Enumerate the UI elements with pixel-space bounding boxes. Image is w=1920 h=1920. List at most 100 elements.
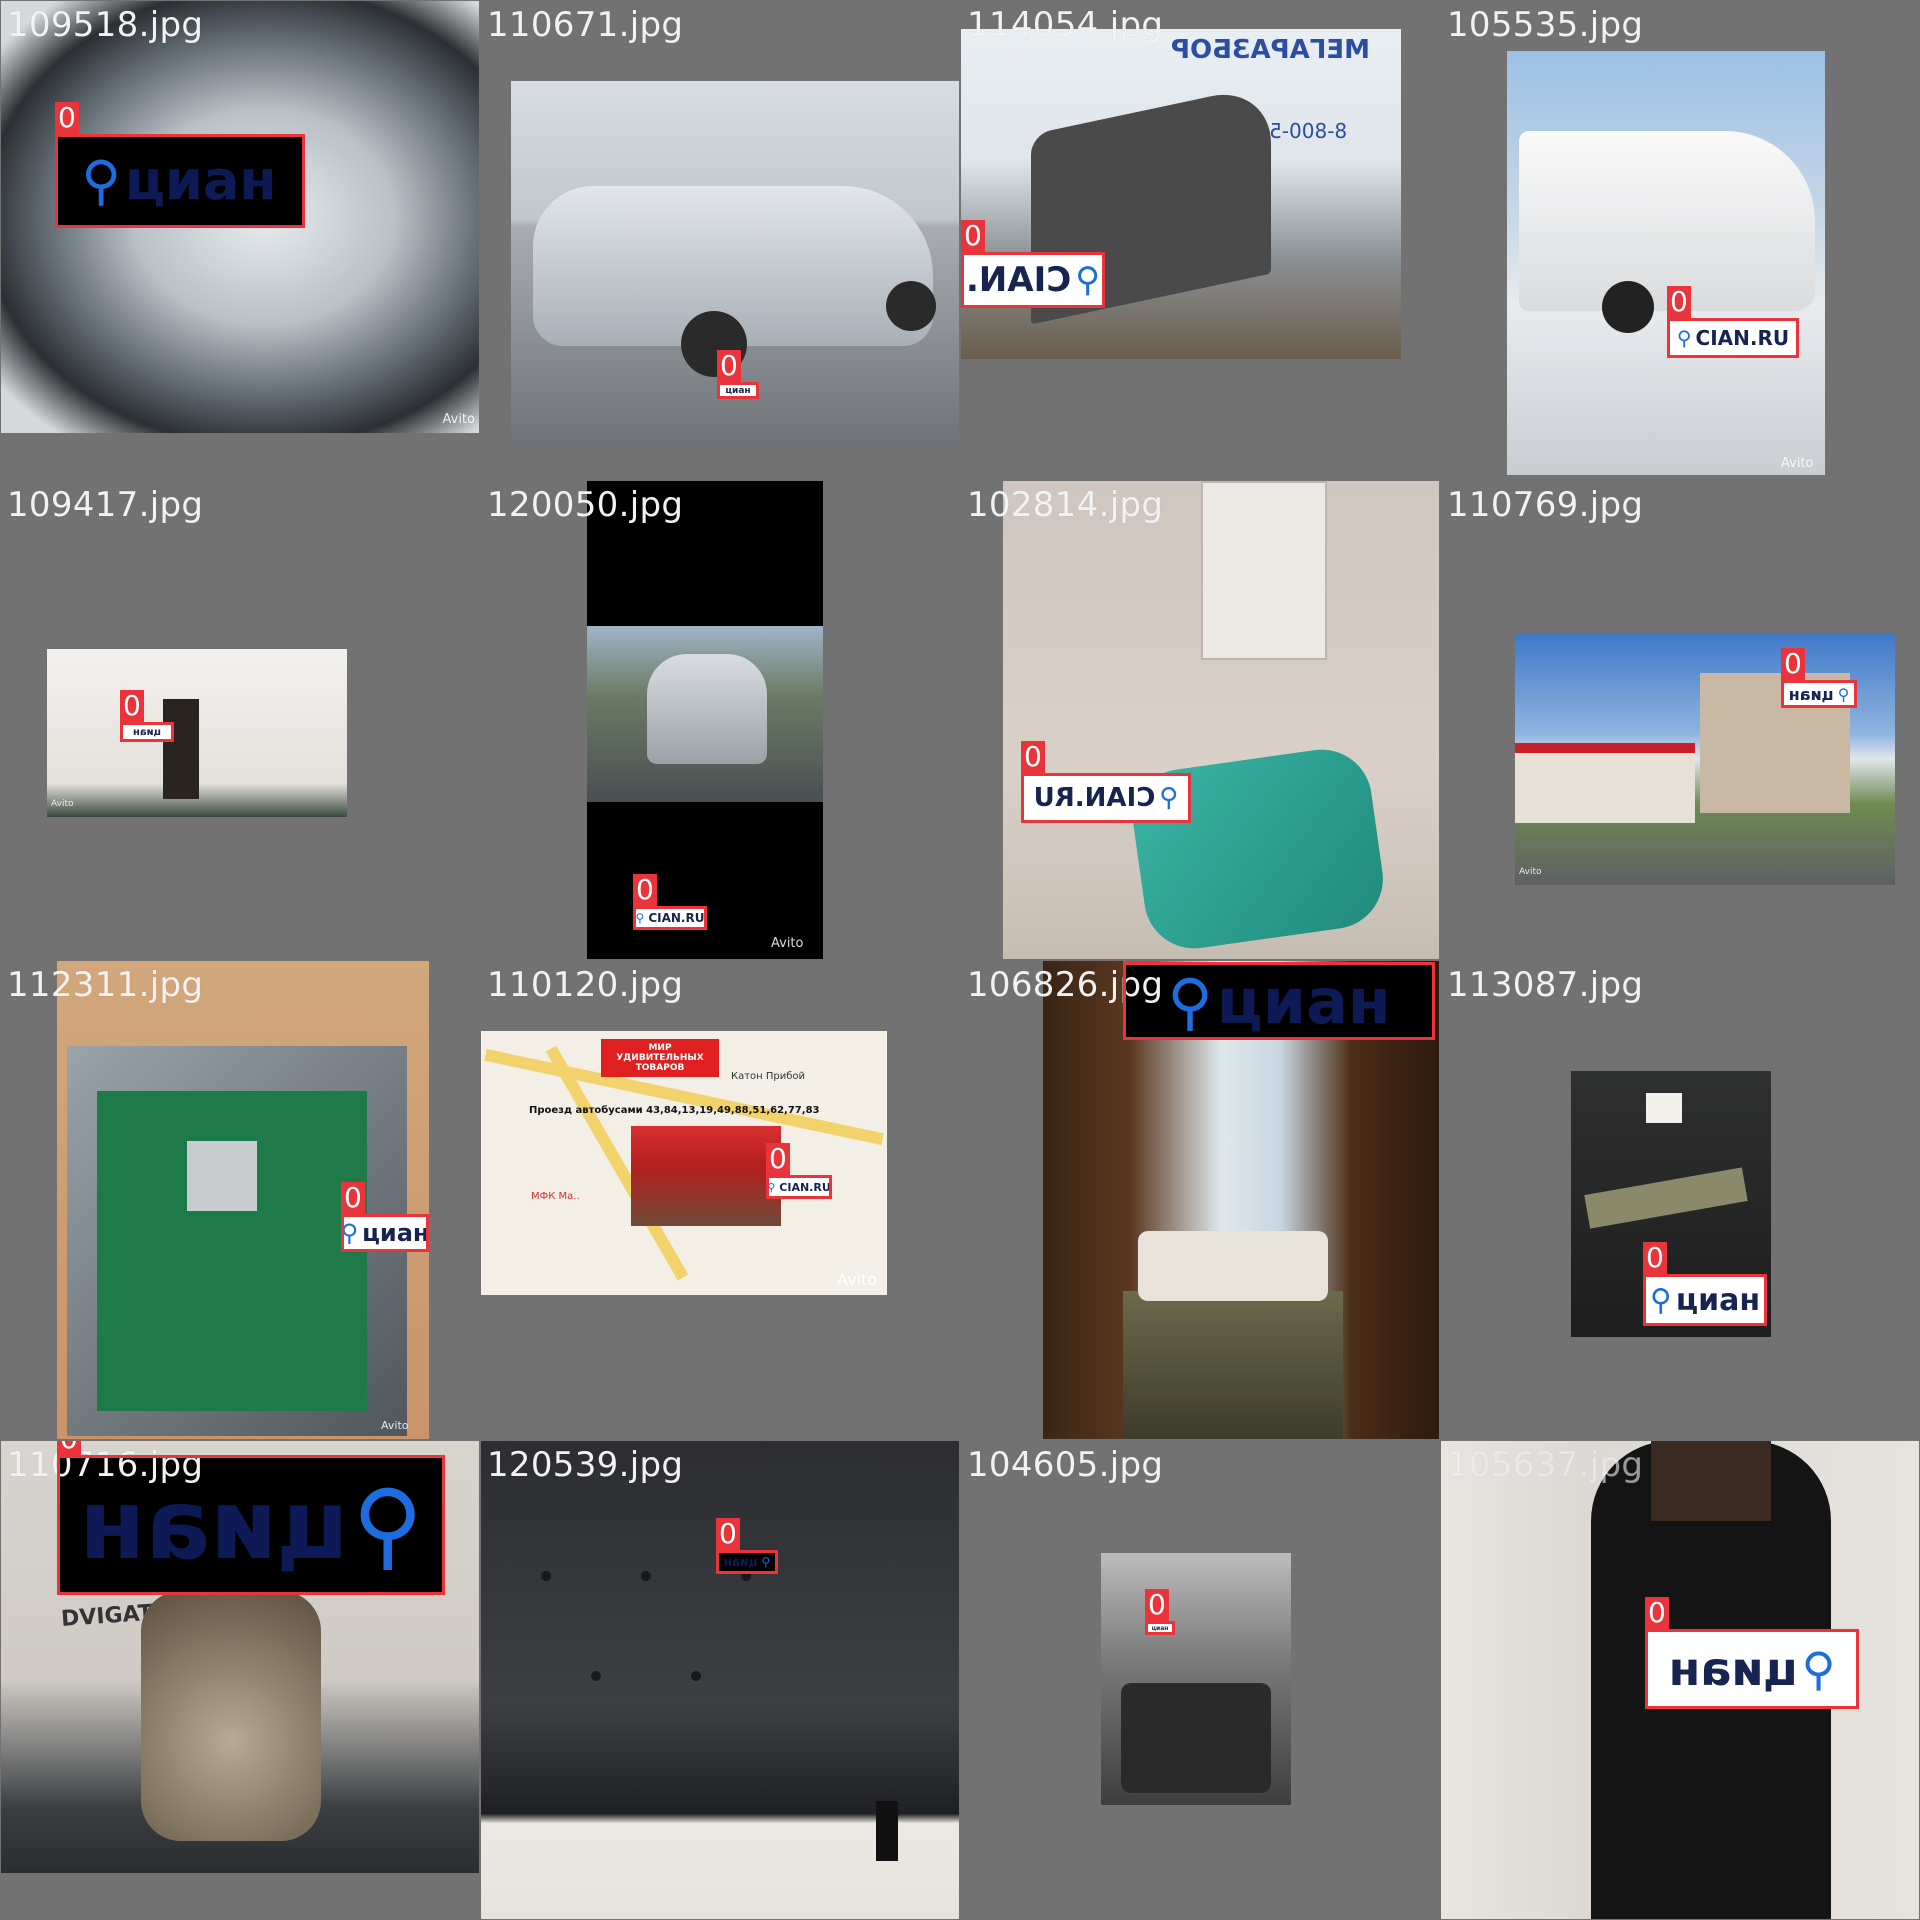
class-label: 0	[1667, 286, 1691, 318]
filename-label: 109518.jpg	[7, 5, 204, 45]
tile-120050[interactable]: ⚲CIAN.RU 0 120050.jpg Avito	[481, 481, 959, 959]
class-label: 0	[1145, 1589, 1169, 1621]
photo	[57, 961, 429, 1439]
tile-109417[interactable]: циан 0 109417.jpg Avito	[1, 481, 479, 959]
map-pin-icon: ⚲	[1167, 964, 1213, 1038]
tile-109518[interactable]: ⚲циан 0 109518.jpg Avito	[1, 1, 479, 479]
class-label: 0	[1645, 1597, 1669, 1629]
logo: ⚲CIAN.RU	[1669, 320, 1797, 356]
map-pin-icon: ⚲	[340, 1219, 359, 1247]
photo	[1515, 633, 1895, 885]
photo	[587, 481, 823, 959]
filename-label: 109417.jpg	[7, 485, 204, 525]
filename-label: 102814.jpg	[967, 485, 1164, 525]
map-caption: Проезд автобусами 43,84,13,19,49,88,51,6…	[529, 1105, 820, 1116]
map-pin-icon: ⚲	[1676, 326, 1692, 350]
class-label: 0	[341, 1182, 365, 1214]
class-label: 0	[717, 350, 741, 382]
filename-label: 110769.jpg	[1447, 485, 1644, 525]
map-pin-icon: ⚲	[767, 1180, 776, 1194]
filename-label: 104605.jpg	[967, 1445, 1164, 1485]
class-label: 0	[961, 220, 985, 252]
bounding-box[interactable]	[1145, 1621, 1175, 1635]
map-pin-icon: ⚲	[635, 911, 645, 925]
logo: циан	[1147, 1623, 1173, 1633]
logo: ⚲циан	[1645, 1276, 1765, 1324]
map-pin-icon: ⚲	[81, 148, 121, 212]
bounding-box[interactable]	[341, 1214, 429, 1252]
bounding-box[interactable]	[55, 134, 305, 228]
bounding-box[interactable]	[766, 1175, 832, 1199]
bounding-box[interactable]	[716, 1550, 778, 1574]
watermark: Avito	[1781, 456, 1814, 471]
tile-113087[interactable]: ⚲циан 0 113087.jpg	[1441, 961, 1919, 1439]
logo: ⚲циан	[340, 1216, 429, 1250]
tile-120539[interactable]: ⚲циан 0 120539.jpg	[481, 1441, 959, 1919]
tile-114054[interactable]: МЕГАРАЗБОР 8-800-505-42 ⚲CIAN. 0 114054.…	[961, 1, 1439, 479]
photo	[1043, 961, 1439, 1439]
class-label: 0	[766, 1143, 790, 1175]
bounding-box[interactable]	[633, 906, 707, 930]
bounding-box[interactable]	[1645, 1629, 1859, 1709]
logo: ⚲циан	[55, 134, 303, 226]
filename-label: 105637.jpg	[1447, 1445, 1644, 1485]
logo: ⚲CIAN.RU	[767, 1177, 831, 1197]
map-place-2: МФК Ма..	[531, 1191, 580, 1202]
watermark: Avito	[442, 412, 476, 427]
tile-110120[interactable]: МИР УДИВИТЕЛЬНЫХ ТОВАРОВ Катон Прибой Пр…	[481, 961, 959, 1439]
map-banner: МИР УДИВИТЕЛЬНЫХ ТОВАРОВ	[601, 1039, 719, 1077]
bounding-box[interactable]	[120, 722, 174, 742]
banner-text: МЕГАРАЗБОР	[1171, 35, 1370, 65]
bounding-box[interactable]	[1781, 680, 1857, 708]
photo	[1003, 481, 1439, 959]
filename-label: 112311.jpg	[7, 965, 204, 1005]
watermark: Avito	[1519, 867, 1542, 877]
bounding-box[interactable]	[1123, 962, 1435, 1040]
watermark: Avito	[771, 936, 804, 951]
class-label: 0	[1021, 741, 1045, 773]
photo	[1507, 51, 1825, 475]
class-label: 0	[57, 1441, 81, 1455]
bounding-box[interactable]	[57, 1455, 445, 1595]
tile-112311[interactable]: ⚲циан 0 112311.jpg Avito	[1, 961, 479, 1439]
tile-110716[interactable]: DVIGATELI.RU ⚲циан 0 110716.jpg	[1, 1441, 479, 1919]
filename-label: 105535.jpg	[1447, 5, 1644, 45]
bounding-box[interactable]	[1643, 1274, 1767, 1326]
class-label: 0	[1643, 1242, 1667, 1274]
map-pin-icon: ⚲	[1649, 1282, 1672, 1318]
filename-label: 110120.jpg	[487, 965, 684, 1005]
photo	[1101, 1553, 1291, 1805]
filename-label: 120050.jpg	[487, 485, 684, 525]
photo: МИР УДИВИТЕЛЬНЫХ ТОВАРОВ Катон Прибой Пр…	[481, 1031, 887, 1295]
tile-105535[interactable]: ⚲CIAN.RU 0 105535.jpg Avito	[1441, 1, 1919, 479]
photo: МЕГАРАЗБОР 8-800-505-42	[961, 29, 1401, 359]
class-label: 0	[633, 874, 657, 906]
tile-104605[interactable]: циан 0 104605.jpg	[961, 1441, 1439, 1919]
photo	[481, 1441, 959, 1919]
tile-110769[interactable]: ⚲циан 0 110769.jpg Avito	[1441, 481, 1919, 959]
bounding-box[interactable]	[961, 252, 1105, 308]
filename-label: 110716.jpg	[7, 1445, 204, 1485]
watermark: Avito	[51, 799, 74, 809]
tile-102814[interactable]: ⚲CIAN.RU 0 102814.jpg	[961, 481, 1439, 959]
tile-105637[interactable]: ⚲циан 0 105637.jpg	[1441, 1441, 1919, 1919]
class-label: 0	[1781, 648, 1805, 680]
class-label: 0	[120, 690, 144, 722]
class-label: 0	[1123, 961, 1147, 963]
photo	[47, 649, 347, 817]
bounding-box[interactable]	[1667, 318, 1799, 358]
filename-label: 110671.jpg	[487, 5, 684, 45]
bounding-box[interactable]	[717, 382, 759, 399]
logo: ⚲CIAN.RU	[635, 908, 705, 928]
filename-label: 114054.jpg	[967, 5, 1164, 45]
logo: ⚲циан	[1125, 964, 1433, 1038]
logo: циан	[719, 384, 757, 397]
tile-106826[interactable]: ⚲циан 0 106826.jpg	[961, 961, 1439, 1439]
bounding-box[interactable]	[1021, 773, 1191, 823]
filename-label: 106826.jpg	[967, 965, 1164, 1005]
watermark: Avito	[381, 1419, 409, 1432]
tile-110671[interactable]: циан 0 110671.jpg	[481, 1, 959, 479]
map-place: Катон Прибой	[731, 1071, 806, 1082]
watermark: Avito	[837, 1270, 877, 1289]
